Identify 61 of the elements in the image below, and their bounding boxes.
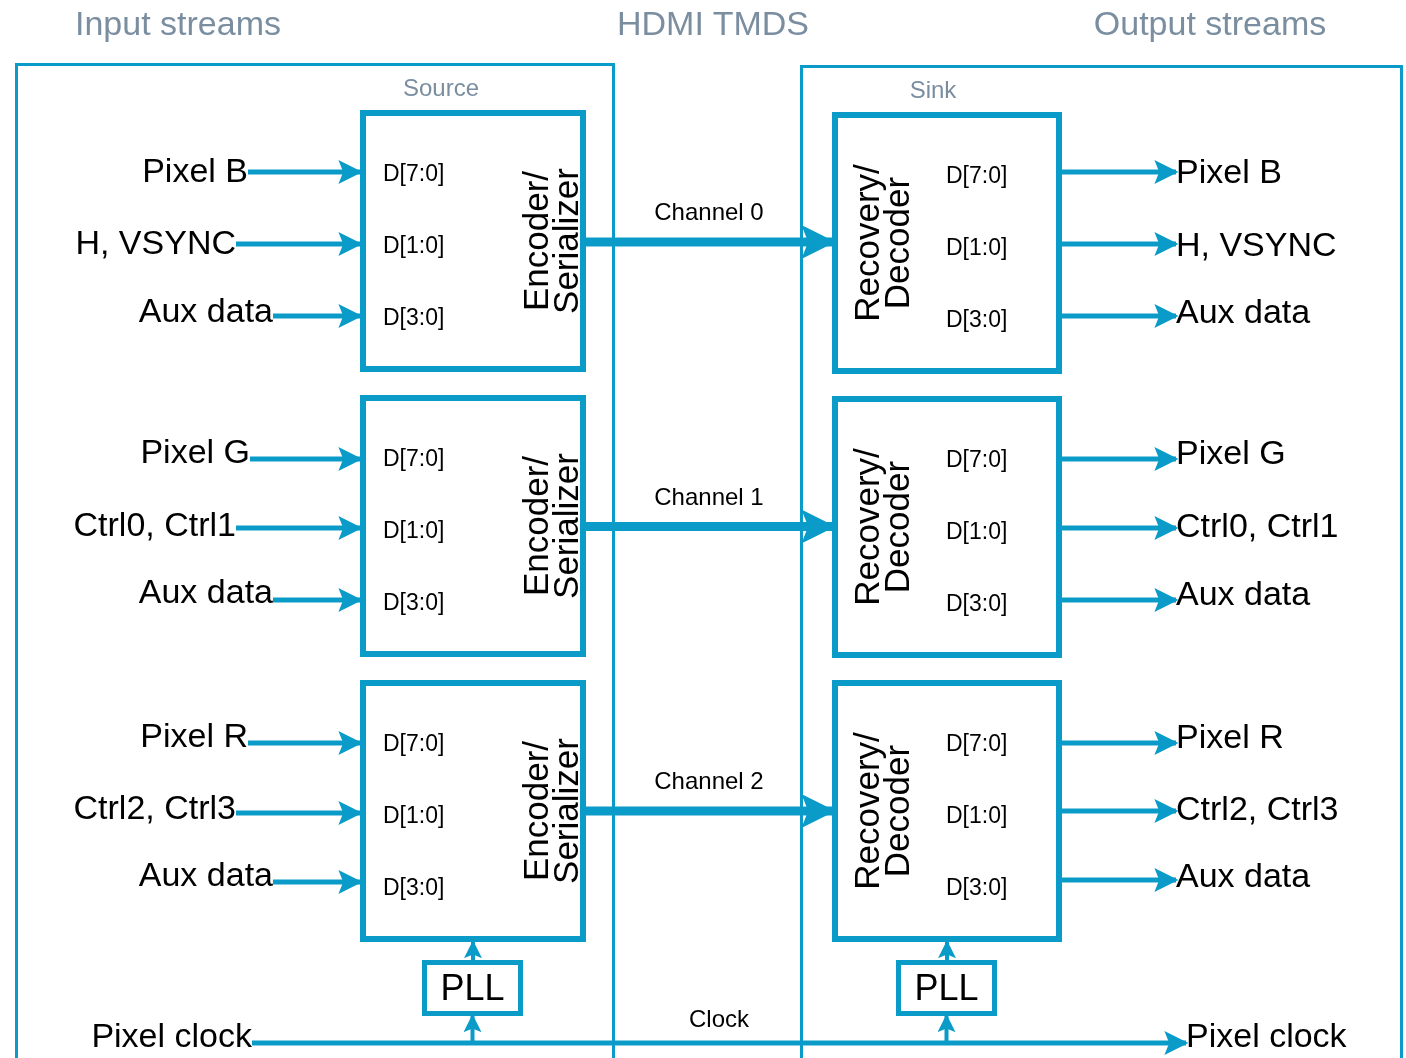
signal-label: Aux data [18,571,273,611]
port-label: D[1:0] [946,234,1008,261]
panel-frame [15,63,615,1058]
signal-label: Pixel B [1176,151,1396,191]
signal-label: Pixel R [1176,716,1396,756]
port-label: D[7:0] [946,162,1008,189]
signal-label: Aux data [1176,291,1396,331]
column-heading: Input streams [75,4,281,43]
port-label: D[1:0] [383,517,445,544]
pll-label: PLL [914,967,979,1009]
column-heading: HDMI TMDS [617,4,809,43]
port-label: D[3:0] [946,306,1008,333]
panel-heading: Source [401,74,480,102]
signal-label: Aux data [1176,855,1396,895]
signal-label: Ctrl2, Ctrl3 [18,787,236,827]
block-title: Encoder/ Serializer [521,167,581,316]
pll-box [422,960,523,1016]
port-label: D[3:0] [946,874,1008,901]
port-label: D[3:0] [383,874,445,901]
block-title: Recovery/ Decoder [852,163,912,324]
signal-label: Ctrl0, Ctrl1 [1176,505,1396,545]
port-label: D[3:0] [946,590,1008,617]
port-label: D[1:0] [383,802,445,829]
port-label: D[7:0] [383,730,445,757]
signal-label: Aux data [18,290,273,330]
panel-heading: Sink [908,76,958,104]
signal-label: Aux data [18,854,273,894]
port-label: D[3:0] [383,304,445,331]
signal-label: Pixel clock [60,1015,252,1057]
encoder-block [360,395,586,657]
port-label: D[7:0] [946,446,1008,473]
signal-label: Pixel B [18,150,248,190]
signal-label: Ctrl0, Ctrl1 [18,504,236,544]
panel-frame [800,65,1403,1058]
block-title: Encoder/ Serializer [521,452,581,601]
signal-label: H, VSYNC [18,222,236,262]
signal-label: Pixel G [18,431,250,471]
pll-box [896,960,997,1016]
block-title: Recovery/ Decoder [852,447,912,608]
signal-label: Ctrl2, Ctrl3 [1176,788,1396,828]
port-label: D[7:0] [946,730,1008,757]
signal-label: Pixel clock [1186,1015,1386,1057]
signal-label: H, VSYNC [1176,224,1396,264]
port-label: D[1:0] [383,232,445,259]
port-label: D[7:0] [383,160,445,187]
signal-label: Pixel G [1176,432,1396,472]
signal-label: Pixel R [18,715,248,755]
port-label: D[1:0] [946,518,1008,545]
block-title: Recovery/ Decoder [852,731,912,892]
column-heading: Output streams [1093,4,1327,43]
encoder-block [360,110,586,372]
port-label: D[7:0] [383,445,445,472]
decoder-block [832,112,1062,374]
pll-label: PLL [440,967,505,1009]
signal-label: Aux data [1176,573,1396,613]
port-label: D[3:0] [383,589,445,616]
decoder-block [832,680,1062,942]
decoder-block [832,396,1062,658]
encoder-block [360,680,586,942]
block-title: Encoder/ Serializer [521,737,581,886]
port-label: D[1:0] [946,802,1008,829]
